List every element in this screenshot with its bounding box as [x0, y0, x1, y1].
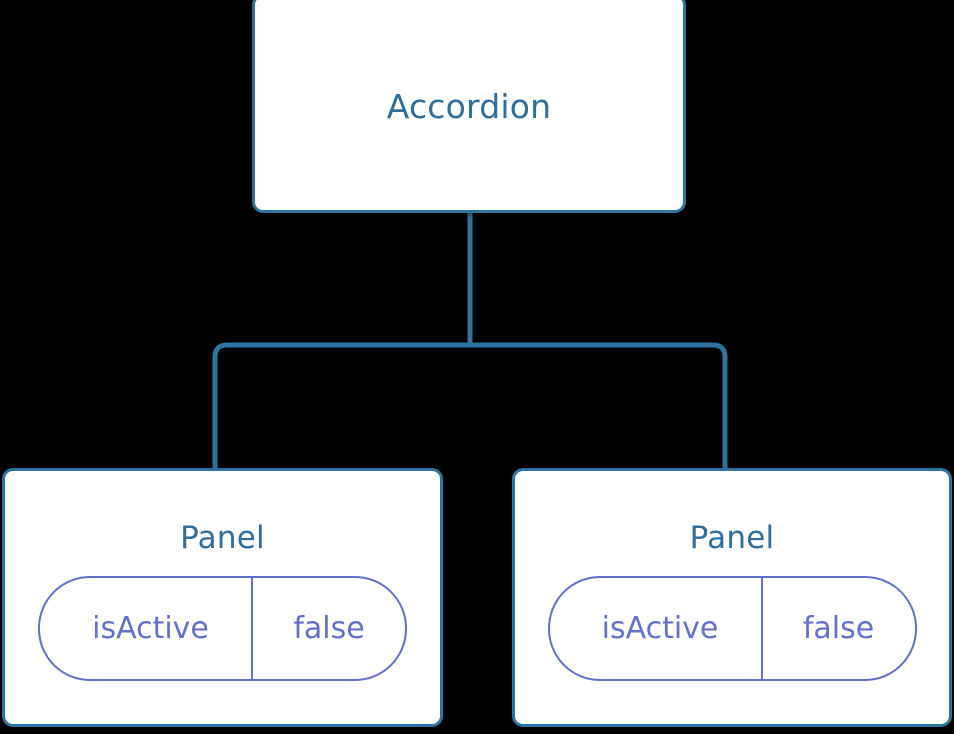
- state-pill-left[interactable]: isActive false: [38, 576, 407, 681]
- state-key-left: isActive: [92, 610, 209, 646]
- edge-root-to-panel-left: [212, 342, 470, 470]
- node-panel-left-label: Panel: [180, 520, 265, 556]
- state-pill-divider-right: [760, 578, 763, 679]
- state-pill-divider-left: [251, 578, 253, 679]
- node-panel-left[interactable]: Panel isActive false: [2, 468, 443, 727]
- node-accordion-label: Accordion: [386, 87, 552, 126]
- state-key-right: isActive: [601, 610, 719, 646]
- state-pill-right[interactable]: isActive false: [547, 576, 917, 681]
- node-accordion[interactable]: Accordion: [252, 0, 686, 213]
- state-value-right: false: [802, 610, 875, 646]
- edge-root-to-panel-right: [470, 342, 728, 470]
- node-panel-right-label: Panel: [689, 520, 775, 556]
- node-panel-right[interactable]: Panel isActive false: [512, 468, 952, 727]
- state-value-left: false: [293, 610, 365, 646]
